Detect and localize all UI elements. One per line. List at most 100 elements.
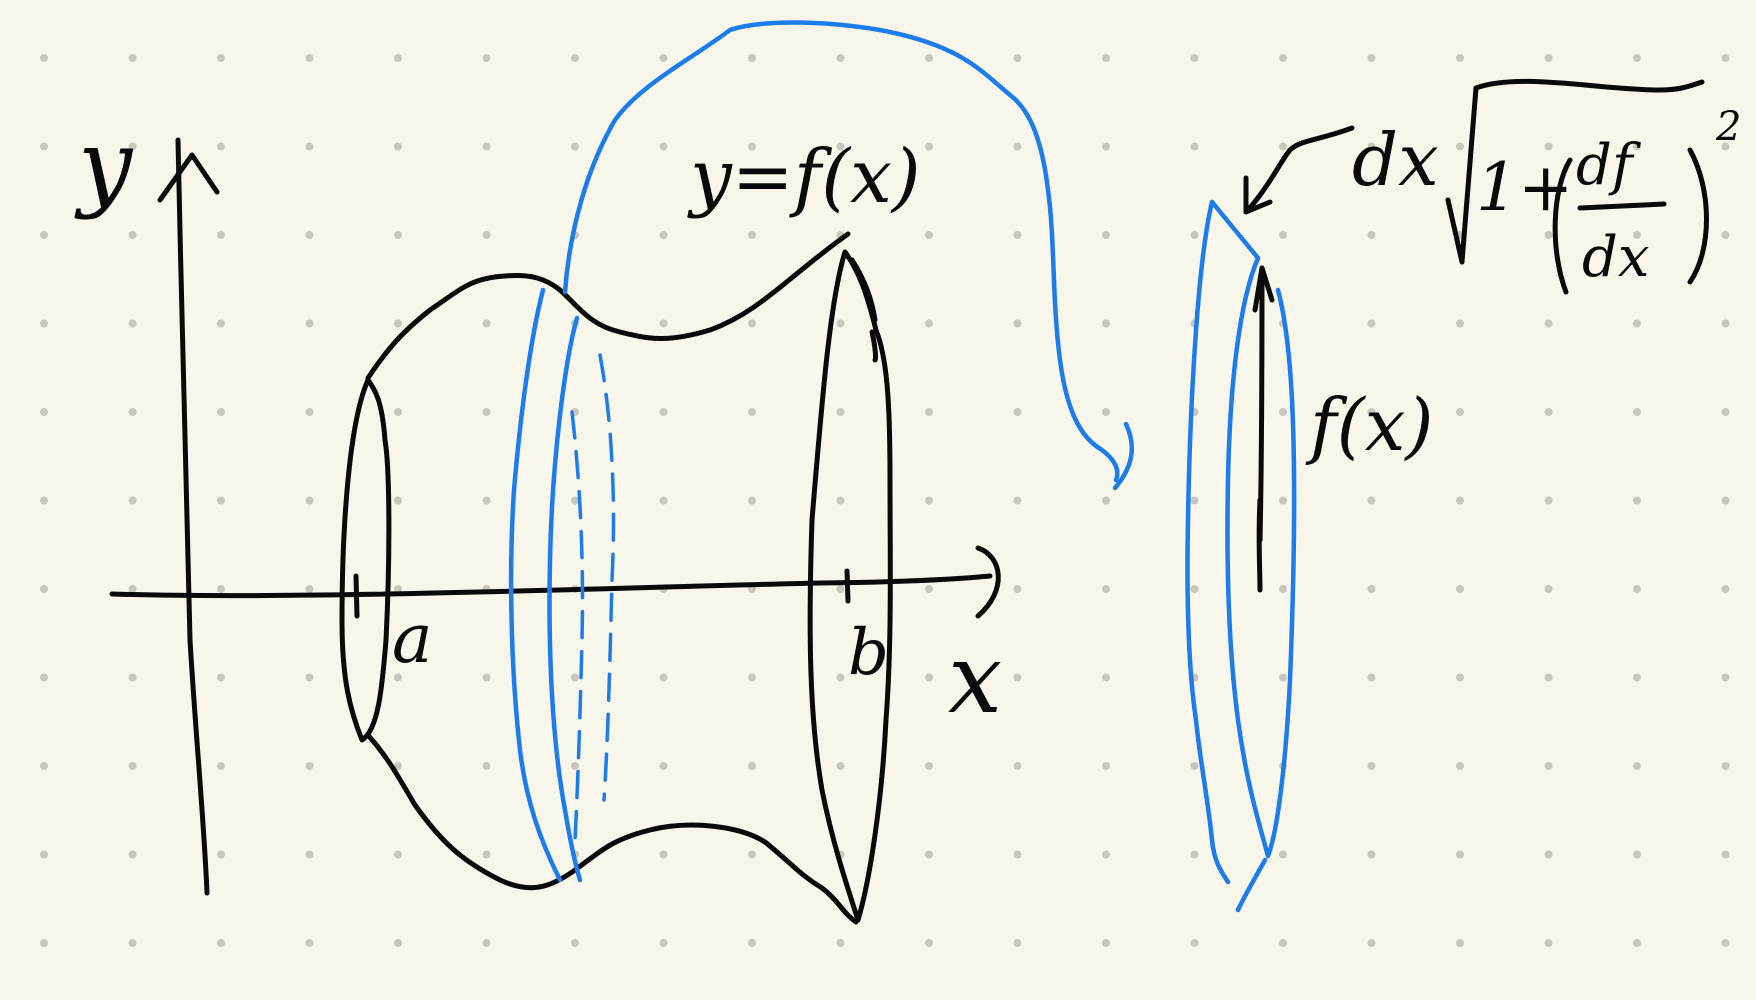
grid-dot [1102, 54, 1110, 62]
grid-dot [1279, 231, 1287, 239]
grid-dot [40, 939, 48, 947]
grid-dot [128, 673, 137, 682]
grid-dot [1013, 408, 1022, 416]
grid-dot [394, 585, 402, 593]
grid-dot [925, 408, 933, 416]
grid-dot [925, 319, 933, 328]
grid-dot [1190, 496, 1199, 505]
grid-dot [1544, 850, 1553, 859]
formula-df: df [1576, 133, 1642, 198]
zoomed-ring-element [1185, 125, 1355, 913]
grid-dot [1013, 939, 1022, 947]
grid-dot [1102, 496, 1110, 505]
grid-dot [659, 939, 668, 947]
grid-dot [1721, 408, 1730, 416]
grid-dot [217, 408, 225, 416]
grid-dot [836, 585, 845, 593]
grid-dot [40, 673, 48, 682]
grid-dot [659, 762, 668, 770]
grid-dot [748, 319, 756, 328]
grid-dot [748, 142, 756, 151]
grid-dot [659, 142, 668, 151]
grid-dot [1013, 142, 1022, 151]
grid-dot [1721, 319, 1730, 328]
grid-dot [1102, 231, 1110, 239]
grid-dot [1721, 762, 1730, 770]
grid-dot [305, 585, 314, 593]
grid-dot [1367, 673, 1376, 682]
grid-dot [748, 850, 756, 859]
radius-arrowhead [1252, 265, 1275, 313]
grid-dot [40, 585, 48, 593]
grid-dot [925, 585, 933, 593]
grid-dot [1721, 142, 1730, 151]
ring-inner-edge [1225, 255, 1297, 859]
coordinate-axes [109, 137, 1001, 896]
grid-dot [40, 408, 48, 416]
slice-hidden-edge-1 [570, 410, 585, 842]
grid-dot [1013, 762, 1022, 770]
grid-dot [836, 673, 845, 682]
tick-mark-a [353, 573, 360, 619]
y-axis-line [175, 137, 210, 896]
radius-label: f(x) [1305, 383, 1433, 467]
grid-dot [748, 939, 756, 947]
grid-dot [305, 762, 314, 770]
grid-dot [1544, 496, 1553, 505]
grid-dot [1367, 319, 1376, 328]
grid-dot [1633, 939, 1641, 947]
grid-dot [305, 319, 314, 328]
x-axis-label: x [948, 623, 1002, 735]
grid-dot [1721, 585, 1730, 593]
grid-dot [1456, 142, 1464, 151]
grid-dot [1721, 231, 1730, 239]
grid-dot [1633, 850, 1641, 859]
labels: y x y=f(x) a b f(x) dx 1+ df dx 2 [74, 78, 1741, 735]
grid-dot [1013, 496, 1022, 505]
left-end-disk [339, 377, 392, 743]
grid-dot [482, 54, 491, 62]
grid-dot [217, 142, 225, 151]
grid-dot [836, 496, 845, 505]
grid-dot [1102, 673, 1110, 682]
grid-dot [571, 54, 579, 62]
grid-dot [128, 319, 137, 328]
grid-dot [659, 231, 668, 239]
grid-dot [571, 496, 579, 505]
grid-dot [40, 319, 48, 328]
grid-dot [305, 850, 314, 859]
grid-dot [1279, 496, 1287, 505]
grid-dot [1456, 850, 1464, 859]
grid-dot [1013, 585, 1022, 593]
square-root-sign [1445, 78, 1705, 265]
grid-dot [659, 496, 668, 505]
grid-dot [1456, 496, 1464, 505]
ring-top-chamfer [1209, 199, 1261, 261]
grid-dot [925, 850, 933, 859]
grid-dot [128, 142, 137, 151]
grid-dot [128, 496, 137, 505]
grid-dot [659, 54, 668, 62]
grid-dot [394, 496, 402, 505]
grid-dot [40, 496, 48, 505]
grid-dot [394, 939, 402, 947]
grid-dot [217, 585, 225, 593]
grid-dot [1633, 54, 1641, 62]
grid-dot [394, 408, 402, 416]
grid-dot [1544, 408, 1553, 416]
grid-dot [1190, 585, 1199, 593]
grid-dot [1279, 850, 1287, 859]
grid-dot [1456, 319, 1464, 328]
grid-dot [1013, 850, 1022, 859]
grid-dot [482, 939, 491, 947]
curve-equation-label: y=f(x) [687, 134, 921, 220]
grid-dot [482, 673, 491, 682]
grid-dot [40, 762, 48, 770]
grid-dot [1102, 408, 1110, 416]
grid-dot [128, 585, 137, 593]
grid-dot [1190, 762, 1199, 770]
grid-dot [1544, 939, 1553, 947]
grid-dot [394, 142, 402, 151]
grid-dot [1633, 496, 1641, 505]
grid-dot [1633, 762, 1641, 770]
